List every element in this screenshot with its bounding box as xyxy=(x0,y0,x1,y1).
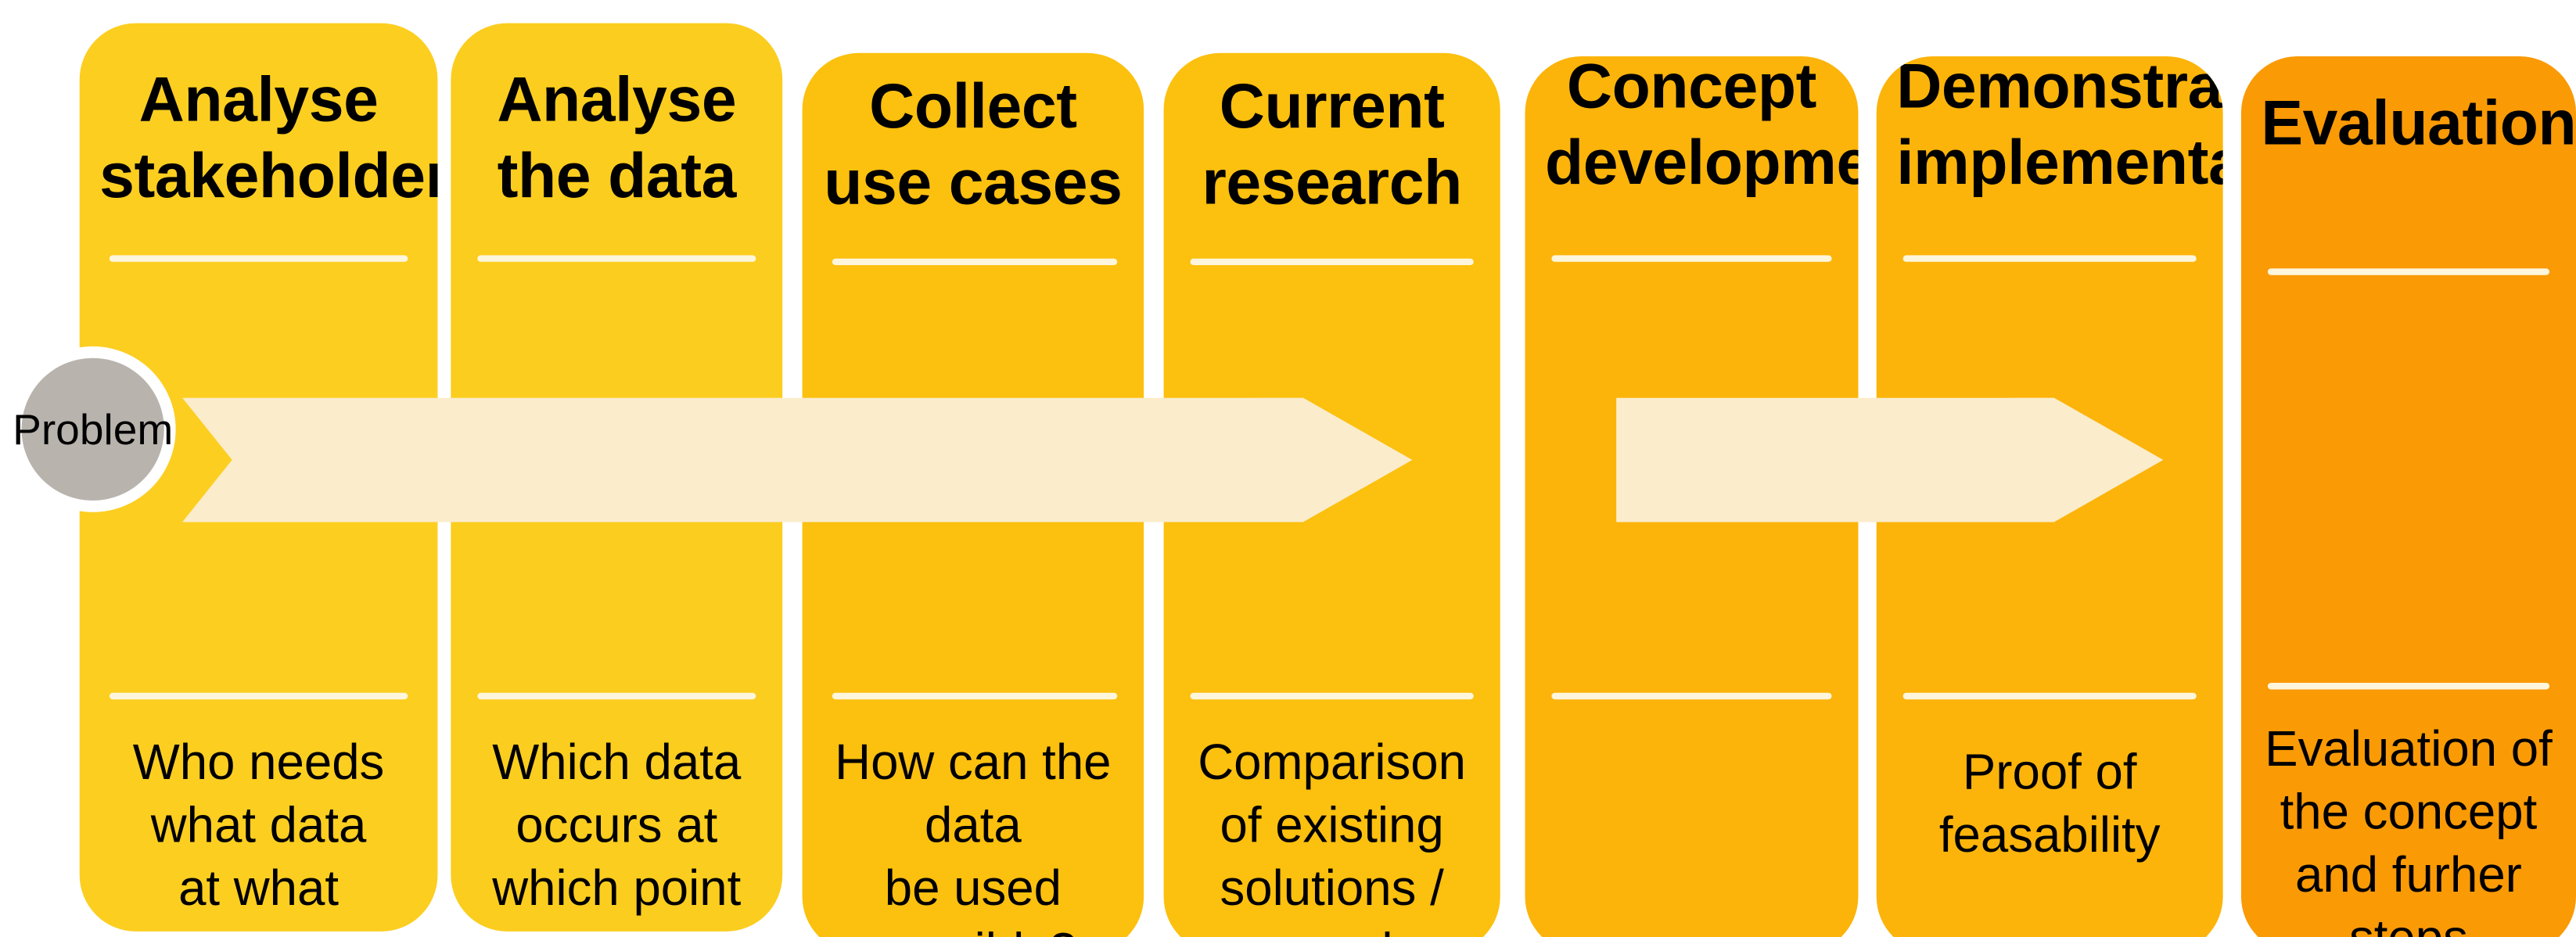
phase-title: Analyse stakeholder xyxy=(99,66,438,213)
phase-title: Demonstrational implementation xyxy=(1896,56,2223,199)
phase-title: Analyse the data xyxy=(497,66,737,213)
milestone-problem-fill: Problem xyxy=(13,357,173,501)
phase-divider-top xyxy=(1551,255,1832,262)
phase-divider-bottom xyxy=(477,692,756,700)
milestone-problem[interactable]: Problem xyxy=(9,346,176,512)
phase-divider-top xyxy=(109,255,408,262)
flow-arrow-1 xyxy=(182,397,1413,522)
phase-divider-top xyxy=(1190,258,1474,266)
phase-description: Comparison of existing solutions / appro… xyxy=(1198,735,1466,937)
phase-divider-bottom xyxy=(2267,683,2550,690)
phase-description: How can the data be used sensibly? xyxy=(835,735,1112,937)
milestone-problem-label: Problem xyxy=(13,404,174,454)
phase-divider-bottom xyxy=(1190,692,1474,700)
flow-arrow-2-shape xyxy=(1616,397,2164,522)
phase-title: Concept development xyxy=(1544,56,1859,199)
phase-description: Which data occurs at which point in time… xyxy=(492,735,742,932)
flow-arrow-2 xyxy=(1616,397,2164,522)
phase-divider-bottom xyxy=(1551,692,1832,700)
phase-divider-bottom xyxy=(1902,692,2197,700)
phase-description: Proof of feasability xyxy=(1938,745,2161,864)
phase-title: Collect use cases xyxy=(824,73,1123,219)
phase-description: Evaluation of the concept and furher ste… xyxy=(2265,722,2553,937)
phase-divider-bottom xyxy=(109,692,408,700)
phase-divider-top xyxy=(2267,268,2550,275)
phase-title: Evaluation xyxy=(2261,89,2576,160)
flow-arrow-1-shape xyxy=(182,397,1413,522)
phase-divider-top xyxy=(1902,255,2197,262)
phase-divider-bottom xyxy=(832,692,1118,700)
phase-panel-evaluation[interactable]: Evaluation Evaluation of the concept and… xyxy=(2240,56,2576,937)
phase-title: Current research xyxy=(1202,73,1462,219)
phase-description: Who needs what data at what times? xyxy=(132,735,385,932)
phase-divider-top xyxy=(477,255,756,262)
phase-divider-top xyxy=(832,258,1118,266)
